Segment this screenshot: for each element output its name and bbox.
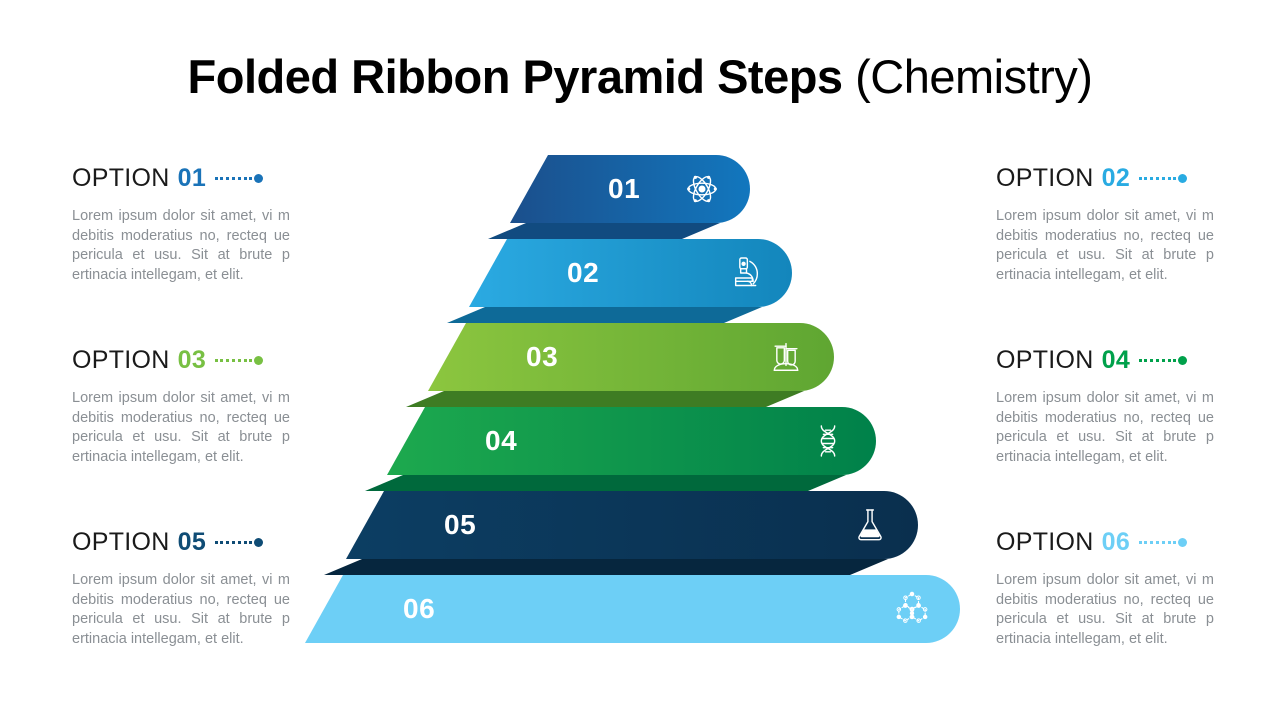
connector-line-icon [215,355,264,365]
pyramid-band-02[interactable]: 02 [340,239,960,323]
option-block-05[interactable]: OPTION 05 Lorem ipsum dolor sit amet, vi… [72,527,304,649]
option-number: 05 [177,527,207,556]
pyramid-band-03[interactable]: 03 [340,323,960,407]
option-description: Lorem ipsum dolor sit amet, vi m debitis… [996,208,1214,283]
band-number: 05 [444,509,477,540]
band-body [305,575,960,643]
dna-icon [804,407,852,475]
band-body [346,491,918,559]
option-heading: OPTION 05 [72,527,304,557]
page-title-bold: Folded Ribbon Pyramid Steps [187,50,844,103]
option-description: Lorem ipsum dolor sit amet, vi m debitis… [72,208,290,283]
band-fold-tab [365,475,846,491]
option-description: Lorem ipsum dolor sit amet, vi m debitis… [72,572,290,647]
band-number: 04 [485,425,518,456]
option-block-01[interactable]: OPTION 01 Lorem ipsum dolor sit amet, vi… [72,163,304,285]
option-description: Lorem ipsum dolor sit amet, vi m debitis… [996,390,1214,465]
connector-line-icon [215,537,264,547]
pyramid-diagram: 01 02 03 04 05 06 [305,155,960,660]
option-number: 02 [1101,163,1131,192]
option-number: 04 [1101,345,1131,374]
option-block-04[interactable]: OPTION 04 Lorem ipsum dolor sit amet, vi… [996,345,1228,467]
option-number: 06 [1101,527,1131,556]
band-number: 01 [608,173,641,204]
option-label: OPTION [996,345,1094,374]
flask-icon [846,491,894,559]
option-label: OPTION [72,163,170,192]
band-body [510,155,750,223]
band-fold-tab [324,559,888,575]
option-block-02[interactable]: OPTION 02 Lorem ipsum dolor sit amet, vi… [996,163,1228,285]
band-fold-tab [488,223,720,239]
option-heading: OPTION 06 [996,527,1228,557]
connector-line-icon [1139,355,1188,365]
option-label: OPTION [996,163,1094,192]
option-label: OPTION [996,527,1094,556]
option-description: Lorem ipsum dolor sit amet, vi m debitis… [996,572,1214,647]
pyramid-band-01[interactable]: 01 [340,155,960,239]
test-tubes-icon [762,323,810,391]
connector-line-icon [1139,537,1188,547]
band-number: 03 [526,341,559,372]
page-title-regular: (Chemistry) [855,50,1093,103]
option-block-03[interactable]: OPTION 03 Lorem ipsum dolor sit amet, vi… [72,345,304,467]
option-label: OPTION [72,345,170,374]
option-number: 01 [177,163,207,192]
band-fold-tab [406,391,804,407]
band-number: 06 [403,593,436,624]
band-body [469,239,792,307]
option-heading: OPTION 03 [72,345,304,375]
atom-icon [678,155,726,223]
option-heading: OPTION 02 [996,163,1228,193]
page-title: Folded Ribbon Pyramid Steps (Chemistry) [0,48,1280,106]
option-number: 03 [177,345,207,374]
band-number: 02 [567,257,600,288]
band-body [387,407,876,475]
pyramid-band-05[interactable]: 05 [324,491,960,575]
band-body [428,323,834,391]
option-description: Lorem ipsum dolor sit amet, vi m debitis… [72,390,290,465]
option-heading: OPTION 01 [72,163,304,193]
connector-line-icon [215,173,264,183]
connector-line-icon [1139,173,1188,183]
molecule-icon [888,575,936,643]
option-heading: OPTION 04 [996,345,1228,375]
pyramid-band-04[interactable]: 04 [340,407,960,491]
option-block-06[interactable]: OPTION 06 Lorem ipsum dolor sit amet, vi… [996,527,1228,649]
pyramid-band-06[interactable]: 06 [305,575,960,659]
option-label: OPTION [72,527,170,556]
band-fold-tab [447,307,762,323]
microscope-icon [720,239,768,307]
